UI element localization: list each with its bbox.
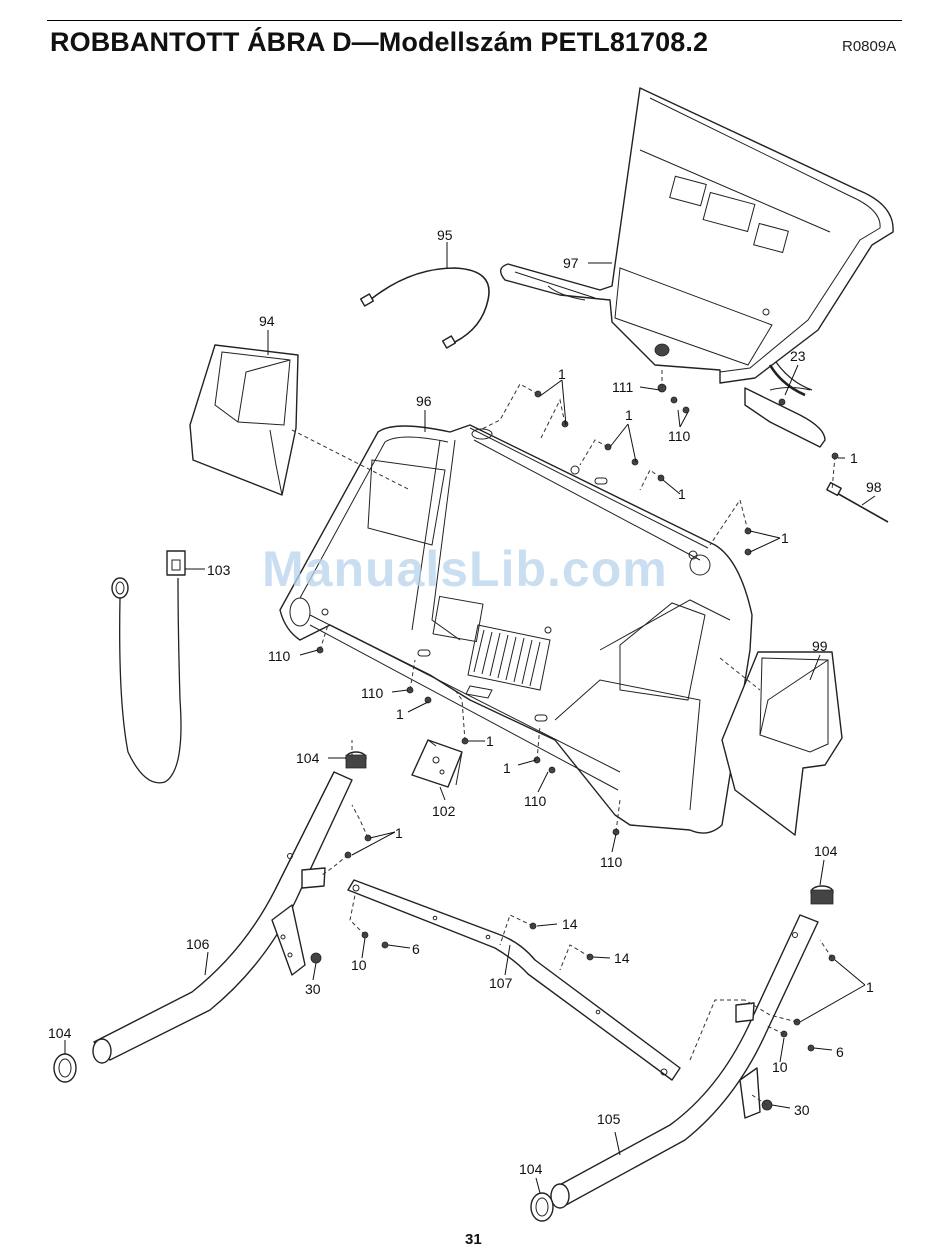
wire-part-23 [770, 362, 812, 395]
callout-23: 23 [790, 348, 806, 364]
watermark: ManualsLib.com [262, 540, 668, 598]
callout-106: 106 [186, 936, 210, 952]
callout-102: 102 [432, 803, 456, 819]
callout-10: 10 [351, 957, 367, 973]
callout-1: 1 [396, 706, 404, 722]
callout-14: 14 [614, 950, 630, 966]
callout-94: 94 [259, 313, 275, 329]
callout-104: 104 [519, 1161, 543, 1177]
callout-1: 1 [395, 825, 403, 841]
callout-97: 97 [563, 255, 579, 271]
callout-14: 14 [562, 916, 578, 932]
wire-part-95 [361, 268, 489, 348]
callout-6: 6 [412, 941, 420, 957]
callout-103: 103 [207, 562, 231, 578]
upright-part-105 [551, 886, 833, 1208]
tray-part-94 [190, 345, 298, 495]
end-caps-104 [54, 1054, 553, 1221]
callout-1: 1 [486, 733, 494, 749]
callout-110: 110 [668, 428, 691, 444]
cord-part-103 [112, 551, 185, 783]
callout-6: 6 [836, 1044, 844, 1060]
callout-1: 1 [558, 366, 566, 382]
callout-111: 111 [612, 379, 633, 395]
callout-104: 104 [48, 1025, 72, 1041]
callout-104: 104 [296, 750, 320, 766]
callout-30: 30 [305, 981, 321, 997]
callout-95: 95 [437, 227, 453, 243]
upright-part-106 [93, 752, 366, 1063]
callout-110: 110 [600, 854, 623, 870]
callout-1: 1 [866, 979, 874, 995]
callout-110: 110 [524, 793, 547, 809]
page-number: 31 [465, 1231, 482, 1248]
callout-1: 1 [781, 530, 789, 546]
callout-105: 105 [597, 1111, 621, 1127]
callout-98: 98 [866, 479, 882, 495]
callout-107: 107 [489, 975, 513, 991]
callout-10: 10 [772, 1059, 788, 1075]
bracket-part-102 [412, 740, 462, 787]
callout-104: 104 [814, 843, 838, 859]
callout-1: 1 [678, 486, 686, 502]
console-part-97 [501, 88, 893, 447]
callout-110: 110 [361, 685, 384, 701]
crossbar-part-107 [348, 880, 680, 1080]
callout-1: 1 [503, 760, 511, 776]
callout-110: 110 [268, 648, 291, 664]
callout-96: 96 [416, 393, 432, 409]
callout-1: 1 [850, 450, 858, 466]
callout-99: 99 [812, 638, 828, 654]
callout-1: 1 [625, 407, 633, 423]
callout-30: 30 [794, 1102, 810, 1118]
